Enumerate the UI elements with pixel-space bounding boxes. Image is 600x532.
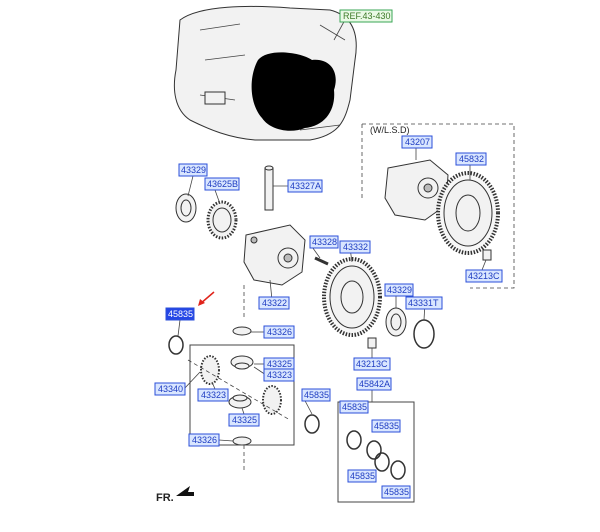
svg-text:43213C: 43213C <box>356 359 388 369</box>
part-callout-43327a[interactable]: 43327A <box>287 179 323 193</box>
shim-3 <box>374 452 390 472</box>
thrust-washer-lower <box>232 436 252 446</box>
shim-2 <box>366 440 382 460</box>
svg-text:43340: 43340 <box>158 384 183 394</box>
part-callout-43340[interactable]: 43340 <box>154 382 186 396</box>
pinion-gear-bottom <box>228 394 252 409</box>
part-callout-43213c[interactable]: 43213C <box>353 357 391 371</box>
lsd-label: (W/L.S.D) <box>370 125 410 135</box>
selection-arrow-icon <box>198 291 215 306</box>
part-callout-45835-set-d[interactable]: 45835 <box>381 485 411 499</box>
part-callout-43329[interactable]: 43329 <box>178 163 208 177</box>
svg-text:45835: 45835 <box>350 471 375 481</box>
left-bearing <box>175 193 197 223</box>
part-callout-45835-set-a[interactable]: 45835 <box>339 400 369 414</box>
part-callout-45835-set-b[interactable]: 45835 <box>371 419 401 433</box>
svg-text:45835: 45835 <box>304 390 329 400</box>
right-bearing <box>385 307 407 337</box>
part-callout-43329-right[interactable]: 43329 <box>384 283 414 297</box>
svg-text:43331T: 43331T <box>408 298 439 308</box>
part-callout-43322[interactable]: 43322 <box>258 296 290 310</box>
part-callout-43331t[interactable]: 43331T <box>405 296 443 310</box>
svg-text:43323: 43323 <box>201 390 226 400</box>
svg-text:43207: 43207 <box>405 137 430 147</box>
side-gear-left <box>200 355 220 385</box>
lsd-differential-case <box>384 159 449 221</box>
svg-text:45835: 45835 <box>374 421 399 431</box>
part-callout-45835-set-c[interactable]: 45835 <box>347 469 377 483</box>
left-gear-ring <box>206 200 238 240</box>
svg-text:43213C: 43213C <box>468 271 500 281</box>
part-callout-43325-top[interactable]: 43325 <box>263 357 295 371</box>
transmission-housing <box>173 5 357 141</box>
center-bolt <box>367 337 377 349</box>
differential-case <box>243 224 306 286</box>
snap-ring <box>413 319 435 349</box>
thrust-washer-upper <box>232 326 252 336</box>
part-callout-43323-left[interactable]: 43323 <box>197 388 229 402</box>
lsd-ring-gear <box>436 171 500 255</box>
svg-text:43332: 43332 <box>343 242 368 252</box>
front-direction-indicator: FR. <box>156 486 194 504</box>
part-callout-43323-top[interactable]: 43323 <box>263 368 295 382</box>
part-callout-43625b[interactable]: 43625B <box>204 177 240 191</box>
shim-1 <box>346 430 362 450</box>
pinion-shaft <box>264 165 274 211</box>
shim-4 <box>390 460 406 480</box>
part-callout-43325-bottom[interactable]: 43325 <box>228 413 260 427</box>
side-shim-right <box>304 414 320 434</box>
svg-text:43322: 43322 <box>262 298 287 308</box>
svg-text:45835: 45835 <box>342 402 367 412</box>
part-callout-45835-right[interactable]: 45835 <box>301 388 331 402</box>
housing-cutout <box>251 52 336 131</box>
svg-text:43326: 43326 <box>267 327 292 337</box>
front-arrow-icon <box>176 486 194 496</box>
fr-label: FR. <box>156 492 174 504</box>
part-callout-43326-bottom[interactable]: 43326 <box>188 433 220 447</box>
part-callout-43207[interactable]: 43207 <box>401 135 433 149</box>
svg-text:43329: 43329 <box>387 285 412 295</box>
lsd-box <box>362 123 515 289</box>
svg-text:REF.43-430: REF.43-430 <box>343 11 391 21</box>
svg-text:43325: 43325 <box>232 415 257 425</box>
part-callout-43332[interactable]: 43332 <box>339 240 371 254</box>
svg-text:45832: 45832 <box>459 154 484 164</box>
part-callout-45832[interactable]: 45832 <box>455 152 487 166</box>
svg-text:43325: 43325 <box>267 359 292 369</box>
side-shim <box>168 335 184 355</box>
part-callout-43326[interactable]: 43326 <box>263 325 295 339</box>
svg-text:43329: 43329 <box>181 165 206 175</box>
lsd-bolt <box>482 249 492 261</box>
ring-gear <box>322 257 382 337</box>
part-callout-43213c-lsd[interactable]: 43213C <box>465 269 503 283</box>
pinion-gear-top <box>230 355 254 370</box>
gear-set-box <box>189 344 295 446</box>
svg-text:43328: 43328 <box>312 237 337 247</box>
svg-text:45835: 45835 <box>384 487 409 497</box>
part-callout-45842a[interactable]: 45842A <box>356 377 392 391</box>
svg-text:43326: 43326 <box>192 435 217 445</box>
ref-callout[interactable]: REF.43-430 <box>339 9 393 23</box>
svg-text:43625B: 43625B <box>207 179 238 189</box>
svg-text:45842A: 45842A <box>359 379 390 389</box>
pin <box>314 256 329 266</box>
leader-lines <box>177 144 487 470</box>
svg-text:43327A: 43327A <box>290 181 321 191</box>
shim-set-box <box>337 401 415 503</box>
part-callout-43328[interactable]: 43328 <box>309 235 339 249</box>
svg-text:45835: 45835 <box>168 309 193 319</box>
part-callout-45835-selected[interactable]: 45835 <box>165 307 195 321</box>
svg-text:43323: 43323 <box>267 370 292 380</box>
side-gear-right <box>262 385 282 415</box>
